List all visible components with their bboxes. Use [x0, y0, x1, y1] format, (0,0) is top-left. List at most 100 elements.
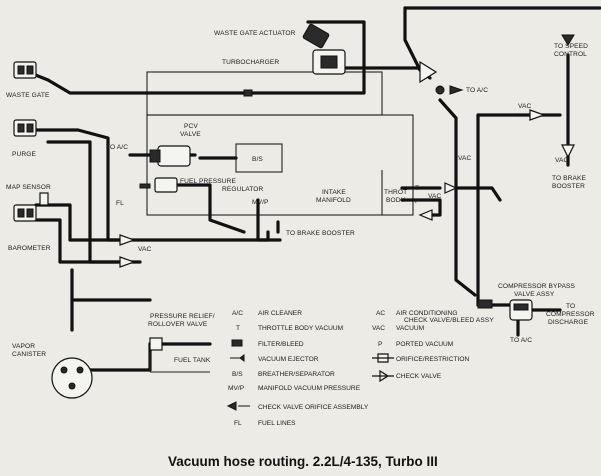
label-check-valve-bleed: CHECK VALVE/BLEED ASSY: [404, 317, 494, 324]
vapor-canister-icon: [51, 357, 93, 399]
pcv-valve-icon: [149, 145, 191, 167]
legend: A/C AIR CLEANER T THROTTLE BODY VACUUM F…: [226, 310, 470, 427]
label-compressor-bypass-1: COMPRESSOR BYPASS: [498, 283, 576, 290]
label-intake-1: INTAKE: [322, 189, 346, 196]
turbocharger-icon: [312, 49, 346, 75]
label-turbocharger: TURBOCHARGER: [222, 59, 279, 66]
label-to-ac-bottom: TO A/C: [510, 337, 532, 344]
legend-text: VACUUM: [396, 325, 424, 332]
orifice-legend-icon: [372, 353, 394, 363]
label-to-compressor-2: COMPRESSOR: [546, 311, 595, 318]
legend-text: BREATHER/SEPARATOR: [258, 371, 335, 378]
vacuum-ejector-legend-icon: [230, 354, 245, 362]
check-valve-legend-icon: [372, 369, 394, 383]
hose-bypass: [438, 98, 477, 297]
label-throt-2: BODY: [386, 197, 406, 204]
legend-text: FILTER/BLEED: [258, 341, 304, 348]
hose-throttle-p: [400, 198, 442, 217]
legend-text: AIR CLEANER: [258, 310, 302, 317]
label-to-brake-right-1: TO BRAKE: [552, 175, 587, 182]
hose-map: [34, 203, 122, 242]
hose-turbo-to-valve: [344, 66, 432, 80]
throttle-check-valves-icon: [418, 182, 458, 221]
label-barometer: BAROMETER: [8, 245, 51, 252]
label-purge: PURGE: [12, 151, 36, 158]
label-map-sensor: MAP SENSOR: [6, 184, 51, 191]
waste-gate-actuator-icon: [302, 23, 330, 49]
legend-text: VACUUM EJECTOR: [258, 356, 319, 363]
hose-vac-drop: [476, 113, 522, 307]
legend-code: AC: [376, 310, 385, 317]
pressure-relief-valve-icon: [149, 337, 210, 373]
label-vac-throttle: VAC: [428, 193, 442, 200]
to-ac-top-arrow: [449, 85, 464, 95]
label-pcv-1: PCV: [184, 123, 198, 130]
label-compressor-bypass-2: VALVE ASSY: [514, 291, 555, 298]
check-valve-bleed-icon: [477, 299, 493, 309]
map-sensor-icon: [39, 192, 49, 206]
label-vac-right-top: VAC: [518, 103, 532, 110]
hose-purge-2: [46, 140, 142, 264]
label-vac-lower-left: VAC: [138, 246, 152, 253]
label-t-port: T: [415, 185, 419, 192]
label-fpr-1: FUEL PRESSURE: [180, 178, 237, 185]
filter-bleed-legend-icon: [231, 339, 243, 347]
legend-code: T: [236, 325, 240, 332]
label-waste-gate: WASTE GATE: [6, 92, 50, 99]
legend-text: CHECK VALVE ORIFICE ASSEMBLY: [258, 404, 369, 411]
hose-canister-tank: [86, 342, 152, 372]
label-to-speed-1: TO SPEED: [554, 43, 588, 50]
legend-code: VAC: [372, 325, 385, 332]
label-to-speed-2: CONTROL: [554, 51, 587, 58]
intake-manifold-outline: [146, 114, 414, 216]
legend-text: AIR CONDITIONING: [396, 310, 458, 317]
check-valve-orifice-legend-icon: [226, 401, 250, 411]
legend-text: CHECK VALVE: [396, 373, 442, 380]
label-to-ac-pcv: TO A/C: [106, 144, 128, 151]
label-fl: FL: [116, 200, 124, 207]
label-fuel-tank: FUEL TANK: [174, 357, 211, 364]
legend-code: A/C: [232, 310, 243, 317]
label-p-port: P: [415, 198, 420, 205]
vac-tees-left-icon: [119, 234, 136, 268]
hose-top-drop: [403, 6, 422, 72]
label-to-compressor-3: DISCHARGE: [548, 319, 589, 326]
legend-text: MANIFOLD VACUUM PRESSURE: [258, 385, 361, 392]
label-vapor-1: VAPOR: [12, 343, 35, 350]
label-to-brake-booster-mid: TO BRAKE BOOSTER: [286, 230, 355, 237]
label-pressure-relief-1: PRESSURE RELIEF/: [150, 313, 215, 320]
label-intake-2: MANIFOLD: [316, 197, 351, 204]
barometer-connector-icon: [13, 204, 37, 222]
waste-gate-connector-icon: [13, 61, 37, 79]
label-pcv-2: VALVE: [180, 131, 201, 138]
label-waste-gate-actuator: WASTE GATE ACTUATOR: [214, 30, 296, 37]
legend-code: FL: [234, 420, 242, 427]
hose-baro: [34, 218, 120, 264]
label-to-compressor-1: TO: [566, 303, 575, 310]
hose-purge: [28, 128, 282, 242]
label-throt-1: THROT: [384, 189, 407, 196]
legend-text: THROTTLE BODY VACUUM: [258, 325, 343, 332]
hose-throttle-right: [456, 186, 502, 202]
hose-fpr: [166, 183, 246, 234]
legend-code: MV/P: [228, 385, 245, 392]
label-bs: B/S: [252, 156, 263, 163]
purge-connector-icon: [13, 119, 37, 137]
compressor-bypass-valve-icon: [509, 299, 533, 321]
legend-code: B/S: [232, 371, 243, 378]
filter-bleed-icon: [243, 89, 253, 97]
legend-text: PORTED VACUUM: [396, 341, 453, 348]
legend-text: FUEL LINES: [258, 420, 296, 427]
label-to-ac-top: TO A/C: [466, 87, 488, 94]
diagram-caption: Vacuum hose routing. 2.2L/4-135, Turbo I…: [168, 454, 438, 469]
label-fpr-2: REGULATOR: [222, 186, 263, 193]
hose-mvp: [256, 198, 270, 242]
label-to-brake-right-2: BOOSTER: [552, 183, 585, 190]
label-vac-left-mid: VAC: [458, 155, 472, 162]
label-vapor-2: CANISTER: [12, 351, 46, 358]
legend-text: ORIFICE/RESTRICTION: [396, 356, 470, 363]
vac-check-valve-right-icon: [529, 34, 575, 159]
check-valve-top-icon: [419, 60, 445, 95]
